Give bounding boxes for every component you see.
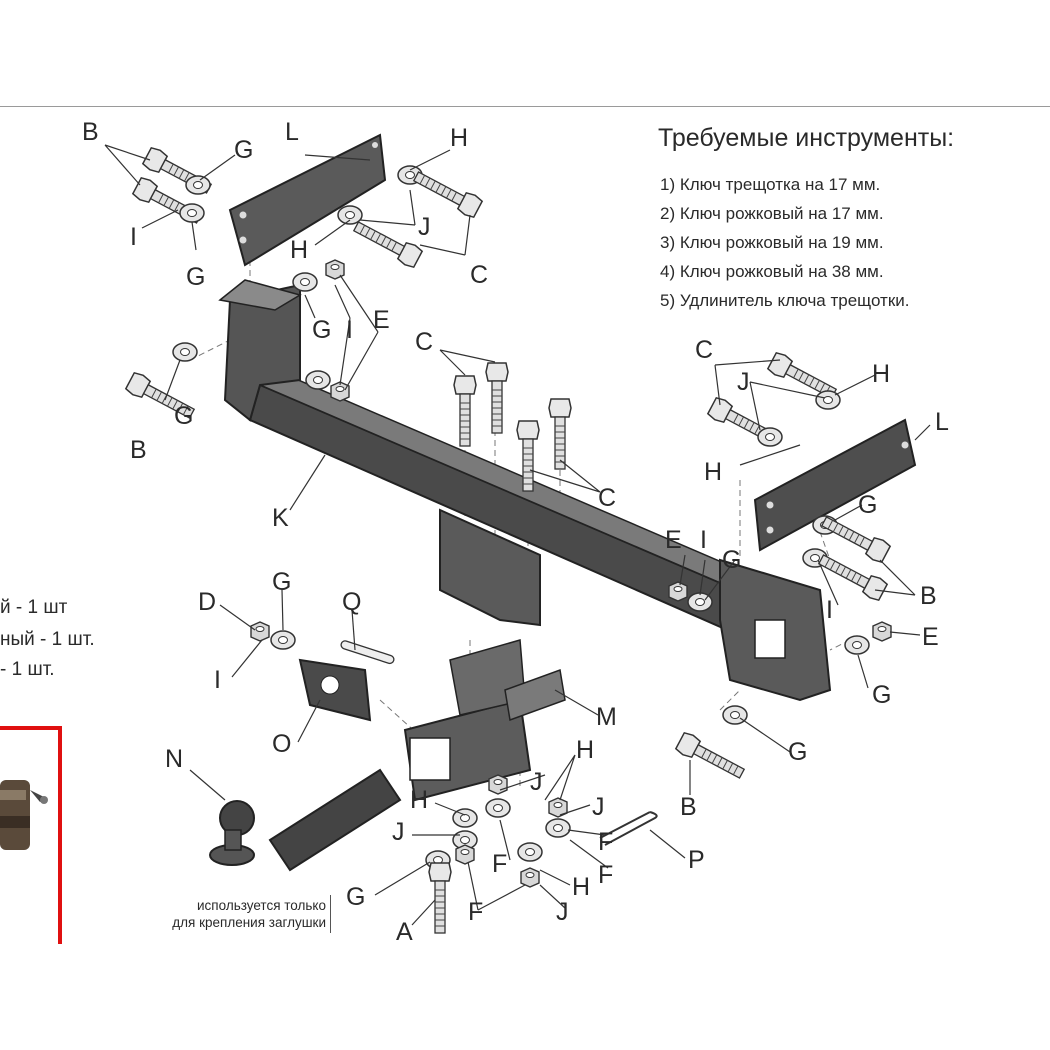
label-J: J <box>737 368 750 396</box>
note-bracket <box>330 895 331 933</box>
product-photo <box>0 780 48 850</box>
label-C: C <box>598 484 616 512</box>
label-G: G <box>788 738 807 766</box>
label-F: F <box>468 898 483 926</box>
label-I: I <box>700 526 707 554</box>
label-D: D <box>198 588 216 616</box>
label-E: E <box>665 526 682 554</box>
main-crossbar <box>218 279 832 702</box>
label-P: P <box>688 846 705 874</box>
label-J: J <box>530 768 543 796</box>
label-J: J <box>556 898 569 926</box>
top-divider-line <box>0 106 1050 107</box>
label-C: C <box>695 336 713 364</box>
label-B: B <box>680 793 697 821</box>
note-line-1: используется только <box>197 898 326 913</box>
kit-list-line-2: ный - 1 шт. <box>0 629 95 650</box>
label-K: K <box>272 504 289 532</box>
label-N: N <box>165 745 183 773</box>
kit-list-line-3: - 1 шт. <box>0 659 55 680</box>
photo-frame <box>0 726 62 944</box>
label-J: J <box>392 818 405 846</box>
label-H: H <box>704 458 722 486</box>
label-F: F <box>492 850 507 878</box>
label-F: F <box>598 828 613 856</box>
pin-clip <box>599 811 658 846</box>
label-H: H <box>576 736 594 764</box>
label-H: H <box>290 236 308 264</box>
tool-item-1: 1) Ключ трещотка на 17 мм. <box>660 175 881 194</box>
tool-item-4: 4) Ключ рожковый на 38 мм. <box>660 262 884 281</box>
label-M: M <box>596 703 617 731</box>
label-H: H <box>872 360 890 388</box>
label-O: O <box>272 730 291 758</box>
label-B: B <box>82 118 99 146</box>
label-G: G <box>858 491 877 519</box>
label-G: G <box>872 681 891 709</box>
label-J: J <box>418 213 431 241</box>
bracket-right <box>753 418 917 552</box>
label-F: F <box>598 861 613 889</box>
label-H: H <box>450 124 468 152</box>
label-I: I <box>214 666 221 694</box>
tools-title: Требуемые инструменты: <box>658 124 955 152</box>
label-G: G <box>186 263 205 291</box>
label-E: E <box>373 306 390 334</box>
bracket-left <box>228 133 387 267</box>
label-Q: Q <box>342 588 361 616</box>
label-G: G <box>312 316 331 344</box>
hardware-parts <box>124 145 892 934</box>
label-H: H <box>572 873 590 901</box>
plug-mount-note: используется только для крепления заглуш… <box>108 897 326 931</box>
label-H: H <box>410 786 428 814</box>
label-C: C <box>470 261 488 289</box>
label-J: J <box>592 793 605 821</box>
label-A: A <box>396 918 413 946</box>
label-I: I <box>130 223 137 251</box>
label-E: E <box>922 623 939 651</box>
label-L: L <box>935 408 949 436</box>
tool-item-2: 2) Ключ рожковый на 17 мм. <box>660 204 884 223</box>
label-I: I <box>826 596 833 624</box>
tool-item-5: 5) Удлинитель ключа трещотки. <box>660 291 910 310</box>
socket-plate <box>298 640 395 722</box>
label-G: G <box>234 136 253 164</box>
leader-lines <box>104 144 931 926</box>
label-G: G <box>346 883 365 911</box>
label-G: G <box>272 568 291 596</box>
note-line-2: для крепления заглушки <box>172 915 326 930</box>
label-G: G <box>722 546 741 574</box>
kit-list-line-1: й - 1 шт <box>0 597 68 618</box>
ball-mount <box>209 768 402 872</box>
label-L: L <box>285 118 299 146</box>
label-B: B <box>130 436 147 464</box>
label-C: C <box>415 328 433 356</box>
label-G: G <box>174 402 193 430</box>
tool-item-3: 3) Ключ рожковый на 19 мм. <box>660 233 884 252</box>
label-I: I <box>346 316 353 344</box>
label-B: B <box>920 582 937 610</box>
part-label-layer: B G L H I G H J C G I E C G B K C C J H … <box>82 118 949 946</box>
